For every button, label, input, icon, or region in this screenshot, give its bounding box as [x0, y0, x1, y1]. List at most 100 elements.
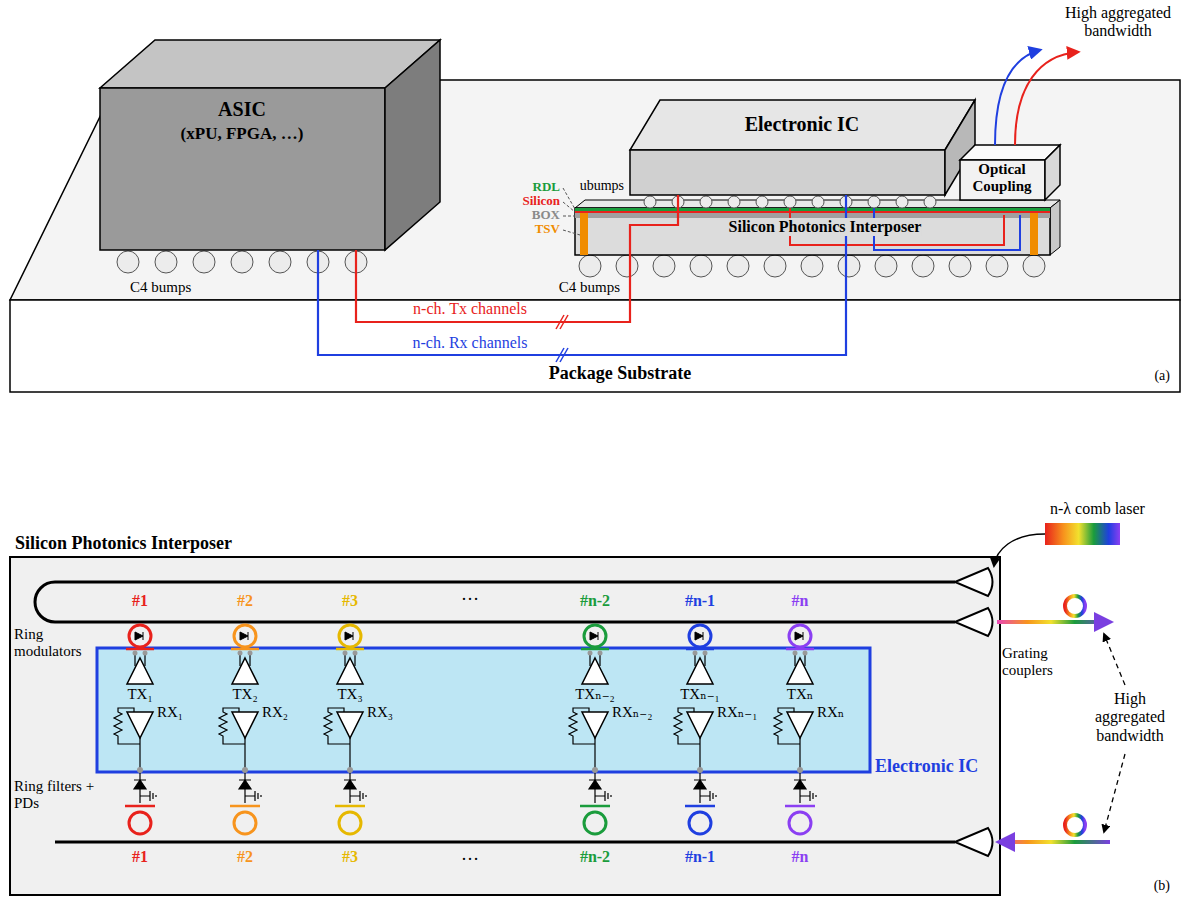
bandwidth-dashed-arrows	[1104, 634, 1125, 685]
grating-couplers	[955, 608, 993, 636]
resistor-symbol	[569, 708, 595, 744]
label-text: RXₙ₋₂	[612, 704, 652, 721]
interposer-shape	[575, 208, 1050, 255]
filter-bar	[580, 805, 610, 808]
waveguides	[55, 841, 955, 844]
channel-devices	[774, 625, 816, 834]
optical-coupling-shape	[960, 145, 1060, 200]
channel-devices	[674, 625, 716, 834]
electronic-ic-block-shape	[97, 648, 870, 772]
c4-bumps	[949, 255, 971, 277]
label-text: Silicon	[522, 194, 560, 209]
filter-bar	[230, 805, 260, 808]
photodiode-symbol	[794, 780, 806, 789]
filter-bar	[685, 805, 715, 808]
c4-bumps	[690, 255, 712, 277]
driver-symbol	[337, 658, 363, 684]
interposer-shape	[575, 211, 1050, 213]
label-text: C4 bumps	[130, 279, 191, 296]
label-text: BOX	[532, 208, 560, 223]
pad-dot	[143, 651, 148, 656]
fibers	[999, 840, 1110, 844]
pad-dot	[592, 767, 598, 773]
ring-filter	[129, 812, 151, 834]
c4-bumps	[1023, 255, 1045, 277]
interposer-panel-shape	[10, 557, 1000, 895]
pad-dot	[803, 651, 808, 656]
label-text: #n	[792, 848, 809, 866]
fibers	[997, 596, 1110, 842]
interposer-shape	[1030, 213, 1038, 255]
asic-shape	[100, 40, 440, 88]
c4-bumps	[875, 255, 897, 277]
label-text: #2	[237, 848, 253, 866]
photodiode-symbol	[344, 780, 356, 789]
pad-dot	[238, 651, 243, 656]
resistor-symbol	[324, 708, 350, 744]
node-text: Optical Coupling	[960, 161, 1044, 196]
label-text: TSV	[535, 222, 560, 237]
micro-bumps	[644, 196, 936, 208]
c4-bumps	[117, 251, 139, 273]
interposer-shape	[580, 213, 588, 255]
label-text: RX₂	[262, 704, 288, 721]
node-text: Silicon Photonics Interposer	[729, 218, 922, 236]
micro-bumps	[700, 196, 712, 208]
layer-leader-lines	[563, 202, 575, 212]
electronic-ic-shape	[630, 100, 975, 195]
interposer-shape	[575, 208, 1050, 211]
ground-symbol	[700, 791, 716, 801]
fibers	[997, 620, 1110, 624]
pad-dot	[133, 651, 138, 656]
resistor-symbol	[219, 708, 245, 744]
ground-symbol	[800, 791, 816, 801]
pad-dot	[242, 767, 248, 773]
node-text: Electronic IC	[745, 113, 860, 136]
label-text: High aggregated bandwidth	[1080, 690, 1180, 745]
label-text: #1	[132, 848, 148, 866]
label-text: #n-2	[580, 592, 610, 610]
channel-devices	[569, 625, 611, 834]
optical-coupling-shape	[1045, 145, 1060, 200]
photodiode-symbol	[589, 780, 601, 789]
pad-dot	[343, 651, 348, 656]
asic-shape	[100, 88, 385, 250]
node-text: Package Substrate	[549, 363, 692, 384]
node-text: Silicon Photonics Interposer	[15, 533, 232, 554]
pad-dot	[697, 767, 703, 773]
driver-symbol	[687, 658, 713, 684]
pad-dot	[347, 767, 353, 773]
channel-devices	[114, 625, 816, 834]
electronic-ic-shape	[630, 150, 945, 195]
resistor-symbol	[674, 708, 700, 744]
layer-leader-lines	[563, 188, 575, 209]
electronic-ic-block-shape	[97, 648, 870, 772]
optical-coupling-shape	[960, 160, 1045, 200]
channel-devices	[324, 625, 366, 834]
micro-bumps	[896, 196, 908, 208]
node-text: (xPU, FPGA, …)	[181, 124, 304, 144]
optical-coupling-shape	[960, 145, 1060, 160]
package-substrate: ASIC (xPU, FPGA, …) Silicon Photonics Inte…	[10, 30, 1180, 392]
bandwidth-arrows	[1015, 52, 1078, 145]
tia-symbol	[787, 712, 813, 738]
c4-bumps	[117, 251, 367, 273]
micro-bumps	[784, 196, 796, 208]
ground-symbol	[245, 791, 261, 801]
electrode-bar	[786, 648, 814, 651]
pad-dot	[137, 767, 143, 773]
node-text: ASIC	[218, 98, 266, 121]
label-text: #1	[132, 592, 148, 610]
c4-bumps	[155, 251, 177, 273]
ground-symbol	[350, 791, 366, 801]
label-text: #n	[792, 592, 809, 610]
label-text: TXₙ	[787, 686, 813, 703]
photonics-interposer: Silicon Photonics Interposer	[575, 200, 1060, 255]
photodiode-symbol	[239, 780, 251, 789]
ring-modulator	[789, 625, 811, 647]
interposer-panel-shape	[10, 557, 1000, 895]
optical-coupling: Optical Coupling	[960, 145, 1060, 200]
